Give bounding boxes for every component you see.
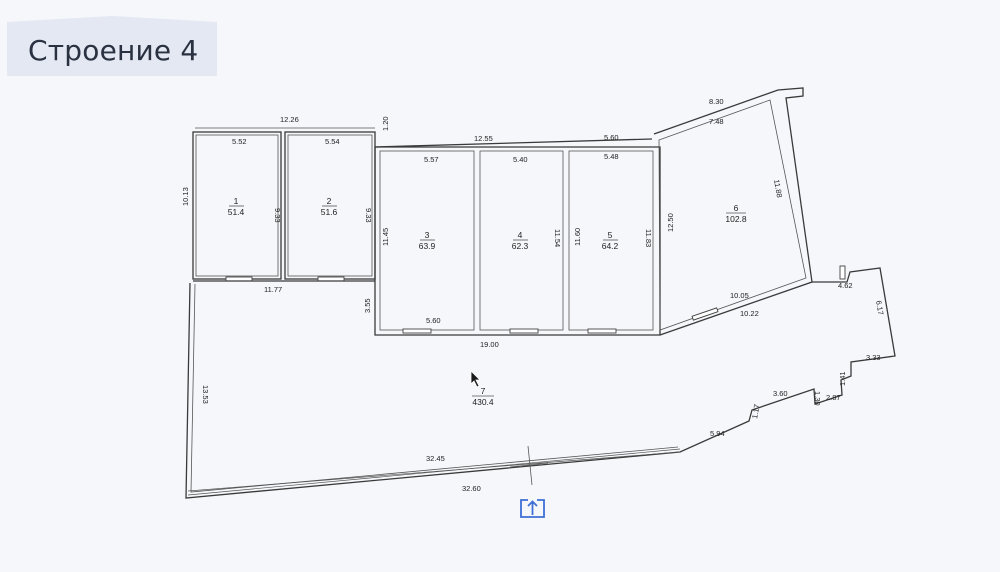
door-room-6 — [691, 307, 719, 321]
dim-32-45: 32.45 — [426, 454, 445, 463]
room-3-number: 3 — [425, 230, 430, 240]
dim-1-17: 1.17 — [750, 403, 761, 419]
dim-12-50: 12.50 — [666, 213, 675, 232]
room-4-area: 62.3 — [512, 241, 529, 251]
upload-icon — [520, 499, 545, 518]
dim-1-41: 1.41 — [838, 371, 847, 386]
room-1-number: 1 — [234, 196, 239, 206]
window-bottom — [187, 448, 681, 496]
dim-1-30: 1.30 — [813, 391, 822, 406]
dim-5-60-bottom: 5.60 — [426, 316, 441, 325]
page-title: Строение 4 — [28, 34, 199, 67]
dim-11-88: 11.88 — [772, 179, 784, 199]
room-5-area: 64.2 — [602, 241, 619, 251]
dim-8-30: 8.30 — [709, 97, 724, 106]
dim-32-60: 32.60 — [462, 484, 481, 493]
door-room-5 — [587, 328, 617, 334]
dim-5-48: 5.48 — [604, 152, 619, 161]
dim-10-13: 10.13 — [181, 187, 190, 206]
dim-6-17: 6.17 — [874, 300, 885, 316]
dim-12-55: 12.55 — [474, 134, 493, 143]
room-7-number: 7 — [481, 386, 486, 396]
title-tab-peak — [7, 16, 217, 22]
dim-1-20: 1.20 — [381, 116, 390, 131]
mouse-pointer-icon — [470, 370, 481, 388]
dim-5-54: 5.54 — [325, 137, 340, 146]
dim-11-54: 11.54 — [553, 229, 562, 247]
dim-3-55: 3.55 — [363, 298, 372, 313]
dim-11-77: 11.77 — [264, 285, 282, 294]
dim-10-05: 10.05 — [730, 291, 749, 300]
dim-10-22: 10.22 — [740, 309, 759, 318]
room-6-area: 102.8 — [725, 214, 747, 224]
dim-13-53: 13.53 — [201, 385, 210, 404]
dim-11-60: 11.60 — [573, 228, 582, 246]
dim-4-62: 4.62 — [838, 281, 853, 290]
room-5-number: 5 — [608, 230, 613, 240]
dim-2-87: 2.87 — [826, 393, 841, 402]
dim-5-60-top: 5.60 — [604, 133, 619, 142]
dim-marker-horizontal — [509, 462, 549, 468]
dim-12-26: 12.26 — [280, 115, 299, 124]
top-wall-slant — [374, 138, 653, 148]
door-room-3 — [402, 328, 432, 334]
window-bottom-inner — [187, 451, 681, 492]
room-1-area: 51.4 — [228, 207, 245, 217]
dim-5-94: 5.94 — [710, 429, 725, 438]
title-tab — [7, 22, 217, 76]
room-3-area: 63.9 — [419, 241, 436, 251]
room-7-walls — [185, 267, 896, 499]
dim-19-00: 19.00 — [480, 340, 499, 349]
room-2-area: 51.6 — [321, 207, 338, 217]
dim-3-33: 3.33 — [866, 353, 881, 362]
dim-5-40: 5.40 — [513, 155, 528, 164]
dim-9-33-b: 9.33 — [364, 208, 373, 223]
door-east — [839, 265, 846, 280]
dim-11-83: 11.83 — [644, 229, 653, 247]
dim-9-33-a: 9.33 — [273, 208, 282, 223]
room-7-area: 430.4 — [472, 397, 494, 407]
dim-5-52: 5.52 — [232, 137, 247, 146]
door-room-4 — [509, 328, 539, 334]
room-6-number: 6 — [734, 203, 739, 213]
room-2-number: 2 — [327, 196, 332, 206]
room-4-number: 4 — [518, 230, 523, 240]
dim-5-57: 5.57 — [424, 155, 439, 164]
dim-3-60: 3.60 — [773, 389, 788, 398]
dim-11-45: 11.45 — [381, 228, 390, 246]
upload-button[interactable] — [519, 497, 546, 519]
dim-marker-vertical — [527, 445, 533, 486]
dim-7-48: 7.48 — [709, 117, 724, 126]
